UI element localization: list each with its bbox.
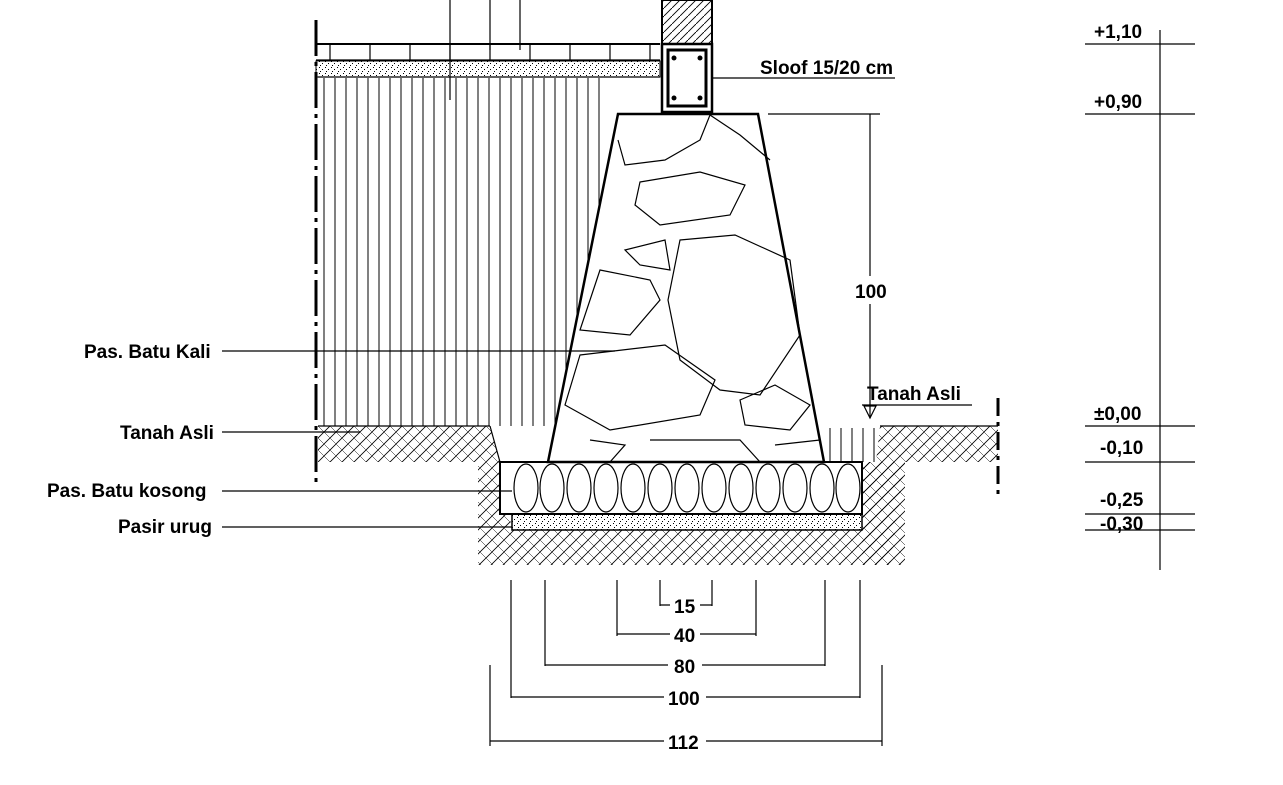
sloof-label: Sloof 15/20 cm [760,58,893,79]
height-dimension: 100 [768,113,890,420]
batu-kali-label: Pas. Batu Kali [84,342,211,363]
annotations: Sloof 15/20 cm Pas. Batu Kali Tanah Asli… [47,58,972,538]
wall-backfill-hatch [318,0,876,462]
natural-ground [318,425,998,565]
batu-kosong-label: Pas. Batu kosong [47,481,206,502]
dry-stone-layer [499,461,863,515]
width-dimensions: 15 40 80 100 112 [489,580,883,754]
level-label: ±0,00 [1094,404,1141,425]
tanah-asli-left-label: Tanah Asli [120,423,214,444]
level-label: -0,25 [1100,490,1144,511]
level-scale: +1,10 +0,90 ±0,00 -0,10 -0,25 -0,30 [1085,22,1195,570]
sloof-beam [660,42,714,114]
level-label: +1,10 [1094,22,1142,43]
width-label: 80 [674,657,695,678]
floor-layers [315,43,661,78]
tanah-asli-right-label: Tanah Asli [867,384,961,405]
sand-bed [511,513,863,531]
width-label: 100 [668,689,700,710]
height-dimension-label: 100 [855,282,887,303]
width-label: 40 [674,626,695,647]
column [661,0,713,45]
level-label: -0,30 [1100,514,1143,535]
width-label: 15 [674,597,696,618]
level-label: -0,10 [1100,438,1143,459]
level-label: +0,90 [1094,92,1142,113]
pasir-urug-label: Pasir urug [118,517,212,538]
rubble-stone-foundation [546,112,826,464]
width-label: 112 [668,733,699,754]
